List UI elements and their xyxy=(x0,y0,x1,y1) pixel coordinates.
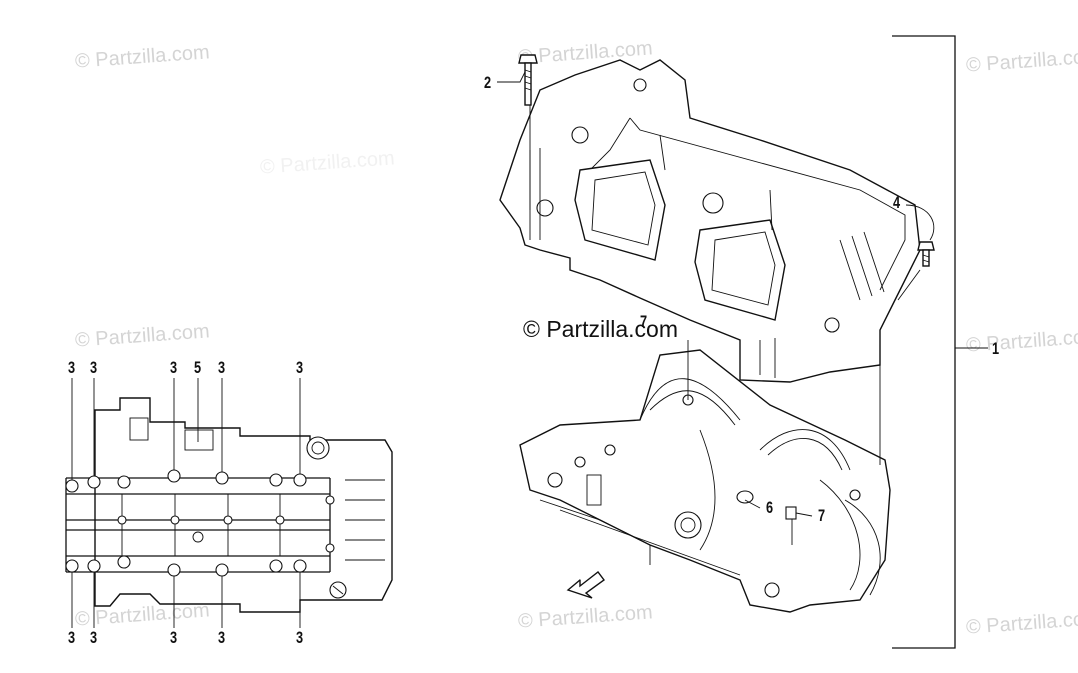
brand-watermark: © Partzilla.com xyxy=(523,316,678,342)
callout-3: 3 xyxy=(68,358,76,377)
callout-3: 3 xyxy=(170,358,178,377)
callout-3: 3 xyxy=(68,628,76,647)
callout-3: 3 xyxy=(296,358,304,377)
fwd-arrow-icon xyxy=(566,571,605,599)
callout-7-upper: 7 xyxy=(640,312,648,331)
callout-2: 2 xyxy=(484,73,492,92)
callout-1: 1 xyxy=(992,339,1000,358)
upper-crankcase xyxy=(499,59,921,383)
dowel-pin-6 xyxy=(736,490,754,504)
callout-5: 5 xyxy=(194,358,202,377)
callout-3: 3 xyxy=(90,628,98,647)
bolt-part-4 xyxy=(917,241,935,267)
callout-3: 3 xyxy=(170,628,178,647)
callout-3: 3 xyxy=(90,358,98,377)
bolt-part-2 xyxy=(518,54,538,106)
callout-7-lower: 7 xyxy=(818,506,826,525)
crankcase-bottom-view xyxy=(65,378,393,628)
callout-3: 3 xyxy=(218,358,226,377)
lower-crankcase xyxy=(519,349,891,613)
dowel-pin-7 xyxy=(785,506,797,520)
callout-3: 3 xyxy=(218,628,226,647)
callout-4: 4 xyxy=(893,193,901,212)
assembly-bracket xyxy=(892,35,956,649)
callout-3: 3 xyxy=(296,628,304,647)
callout-6: 6 xyxy=(766,498,774,517)
